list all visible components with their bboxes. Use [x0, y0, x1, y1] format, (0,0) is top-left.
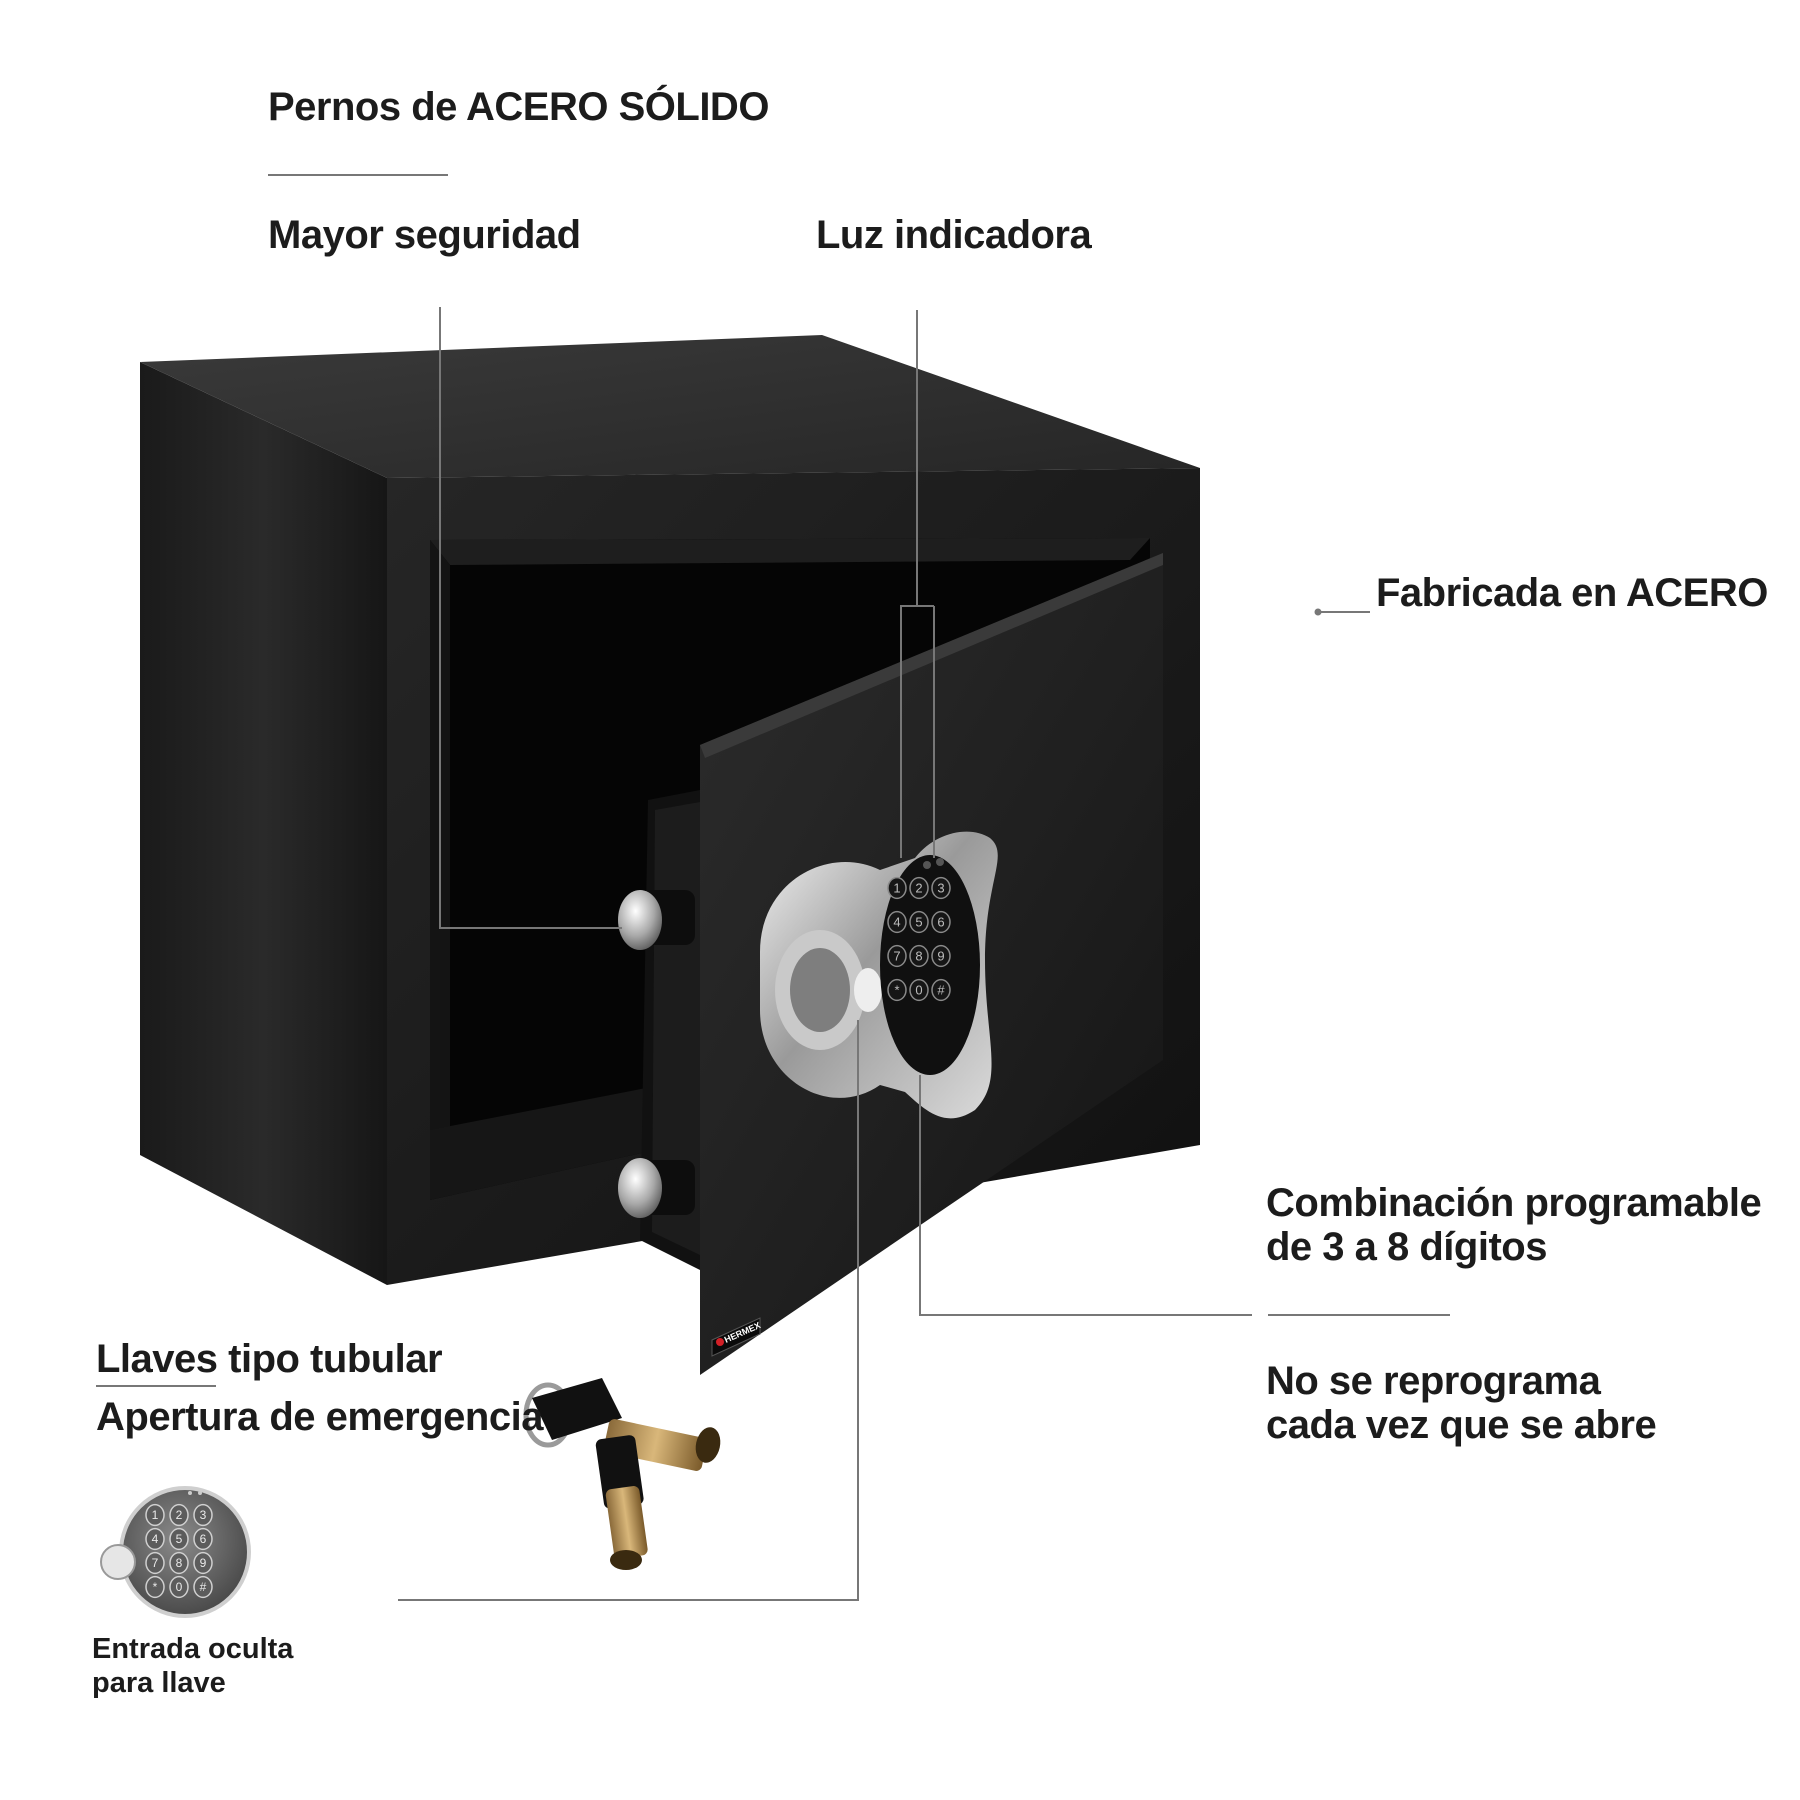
- combination-divider: [1268, 1314, 1450, 1316]
- keypad-button: [887, 978, 907, 1002]
- keypad-button: [887, 876, 907, 900]
- keys-divider: [96, 1385, 216, 1387]
- keypad-button: [909, 876, 929, 900]
- keypad-button: [909, 910, 929, 934]
- keypad-button-label: 5: [915, 915, 922, 930]
- keypad-button: [909, 944, 929, 968]
- keypad-button: [887, 944, 907, 968]
- keypad-button-label: 3: [937, 881, 944, 896]
- hidden-entry-line1: Entrada oculta: [92, 1633, 294, 1665]
- bolts-title: Pernos de ACERO SÓLIDO: [268, 85, 769, 129]
- keypad-button-label: 2: [176, 1508, 183, 1522]
- combination-label-line1: Combinación programable: [1266, 1181, 1762, 1225]
- indicator-light-label: Luz indicadora: [816, 213, 1092, 257]
- steel-bolt-lower: [618, 1158, 695, 1218]
- combination-label-line2: de 3 a 8 dígitos: [1266, 1225, 1547, 1269]
- no-reprogram-line2: cada vez que se abre: [1266, 1403, 1657, 1447]
- keypad-button: [909, 978, 929, 1002]
- keypad-button-label: 5: [176, 1532, 183, 1546]
- keypad-button: [931, 876, 951, 900]
- hidden-keyhole-closeup-icon: [100, 1544, 136, 1580]
- steel-bolt-upper: [618, 890, 695, 950]
- keypad-button: [145, 1527, 165, 1551]
- keypad-button: [145, 1575, 165, 1599]
- keypad-button-label: 4: [893, 915, 900, 930]
- keypad-button-label: 9: [937, 949, 944, 964]
- keypad-button: [193, 1575, 213, 1599]
- no-reprogram-line1: No se reprograma: [1266, 1359, 1601, 1403]
- steel-body-label: Fabricada en ACERO: [1376, 571, 1768, 615]
- tubular-keys: [523, 1378, 721, 1570]
- keypad-button-label: #: [937, 983, 945, 998]
- keypad-button-label: 4: [152, 1532, 159, 1546]
- keypad-button-label: 1: [152, 1508, 159, 1522]
- indicator-light: [923, 861, 931, 869]
- keypad-button-label: 7: [893, 949, 900, 964]
- keypad-button: [145, 1503, 165, 1527]
- keypad-button-label: *: [153, 1580, 158, 1594]
- keypad-button-label: 1: [893, 881, 900, 896]
- inset-keypad-keys: 1 2 3 4 5 6 7 8 9 * 0 #: [145, 1503, 213, 1599]
- keys-title: Llaves tipo tubular: [96, 1337, 443, 1381]
- keypad-button-label: 6: [937, 915, 944, 930]
- keypad-button-label: 7: [152, 1556, 159, 1570]
- keypad-button-label: #: [200, 1580, 207, 1594]
- keypad-button-label: 3: [200, 1508, 207, 1522]
- keypad-button: [145, 1551, 165, 1575]
- keypad-button: [169, 1575, 189, 1599]
- keypad-button: [931, 910, 951, 934]
- keypad-button: [931, 944, 951, 968]
- keypad-button-label: 8: [915, 949, 922, 964]
- bolts-divider: [268, 174, 448, 176]
- keypad-button-label: 0: [915, 983, 922, 998]
- keypad-button-label: 2: [915, 881, 922, 896]
- bolts-subtitle: Mayor seguridad: [268, 213, 581, 257]
- keypad-button: [193, 1503, 213, 1527]
- keypad-button-label: *: [894, 983, 899, 998]
- keypad-button: [169, 1551, 189, 1575]
- lock-panel: [760, 831, 998, 1119]
- keypad-button: [887, 910, 907, 934]
- keypad-button: [169, 1503, 189, 1527]
- keypad-button-label: 8: [176, 1556, 183, 1570]
- keypad-button: [193, 1527, 213, 1551]
- keypad-face: [880, 855, 980, 1075]
- keys-subtitle: Apertura de emergencia: [96, 1395, 543, 1439]
- keypad-button: [193, 1551, 213, 1575]
- hidden-keyhole: [854, 968, 882, 1012]
- leader-lines: [398, 307, 1370, 1601]
- hidden-entry-line2: para llave: [92, 1667, 226, 1699]
- keypad-button-label: 9: [200, 1556, 207, 1570]
- keypad-button: [931, 978, 951, 1002]
- keypad-button: [169, 1527, 189, 1551]
- keypad-button-label: 6: [200, 1532, 207, 1546]
- keypad-button-label: 0: [176, 1580, 183, 1594]
